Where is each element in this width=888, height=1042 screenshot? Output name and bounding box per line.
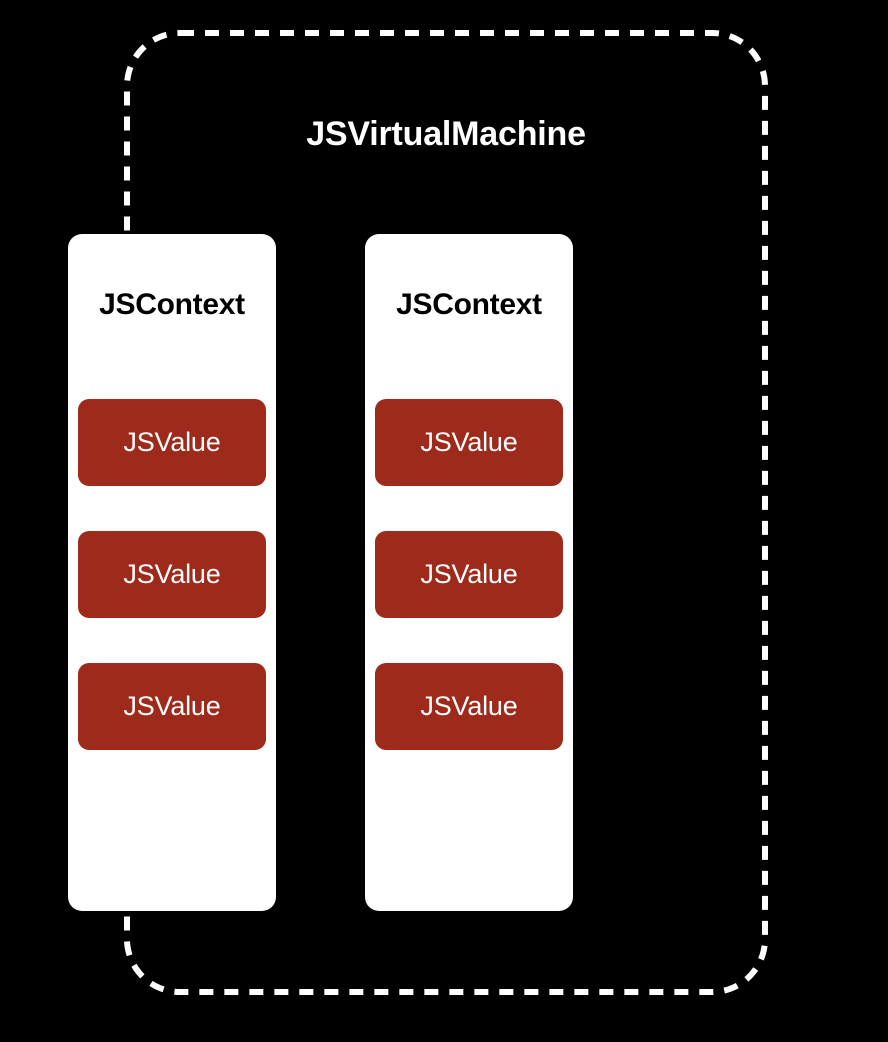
- jsvalue-label: JSValue: [420, 691, 518, 721]
- jscontext-title: JSContext: [99, 288, 245, 321]
- jsvirtualmachine-container: JSVirtualMachine: [124, 30, 768, 995]
- jsvalue-box[interactable]: JSValue: [375, 399, 563, 486]
- jscontext-title: JSContext: [396, 288, 542, 321]
- jsvalue-stack: JSValue JSValue JSValue: [78, 399, 266, 750]
- jsvalue-box[interactable]: JSValue: [78, 399, 266, 486]
- jscontext-row: JSContext JSValue JSValue JSValue JSCont…: [68, 234, 573, 911]
- jsvalue-box[interactable]: JSValue: [78, 663, 266, 750]
- jsvalue-stack: JSValue JSValue JSValue: [375, 399, 563, 750]
- jscontext-card[interactable]: JSContext JSValue JSValue JSValue: [68, 234, 276, 911]
- jsvalue-label: JSValue: [123, 427, 221, 457]
- jscontext-card[interactable]: JSContext JSValue JSValue JSValue: [365, 234, 573, 911]
- jsvalue-box[interactable]: JSValue: [375, 663, 563, 750]
- jsvirtualmachine-title: JSVirtualMachine: [306, 115, 586, 153]
- jsvalue-label: JSValue: [420, 559, 518, 589]
- jsvalue-label: JSValue: [123, 559, 221, 589]
- jsvalue-box[interactable]: JSValue: [78, 531, 266, 618]
- jsvalue-label: JSValue: [123, 691, 221, 721]
- jsvalue-box[interactable]: JSValue: [375, 531, 563, 618]
- jsvalue-label: JSValue: [420, 427, 518, 457]
